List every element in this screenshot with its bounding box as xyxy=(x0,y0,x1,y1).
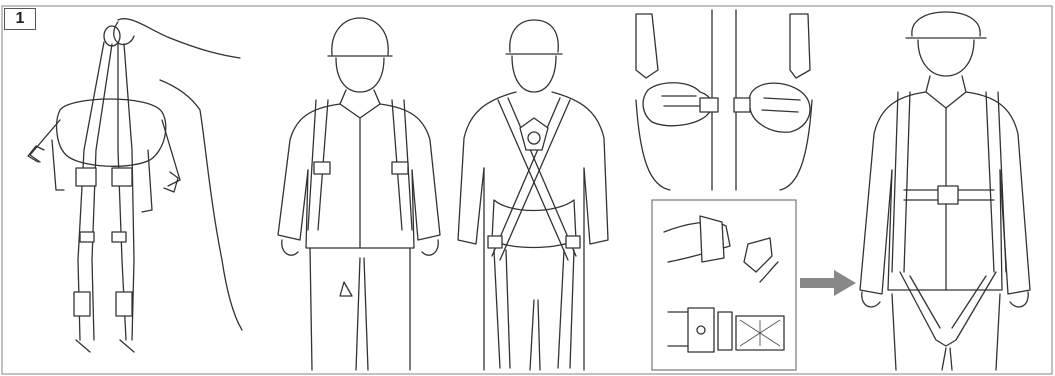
buckle-detail-inset-icon xyxy=(652,200,796,370)
worker-front-straps-icon xyxy=(278,18,440,370)
step-number-label: 1 xyxy=(4,8,36,30)
chest-buckle-connect-icon xyxy=(636,10,812,190)
arrow-right-icon xyxy=(800,270,856,296)
worker-fitted-harness-icon xyxy=(860,12,1030,370)
worker-back-harness-icon xyxy=(458,20,608,370)
harness-held-icon xyxy=(28,19,242,352)
